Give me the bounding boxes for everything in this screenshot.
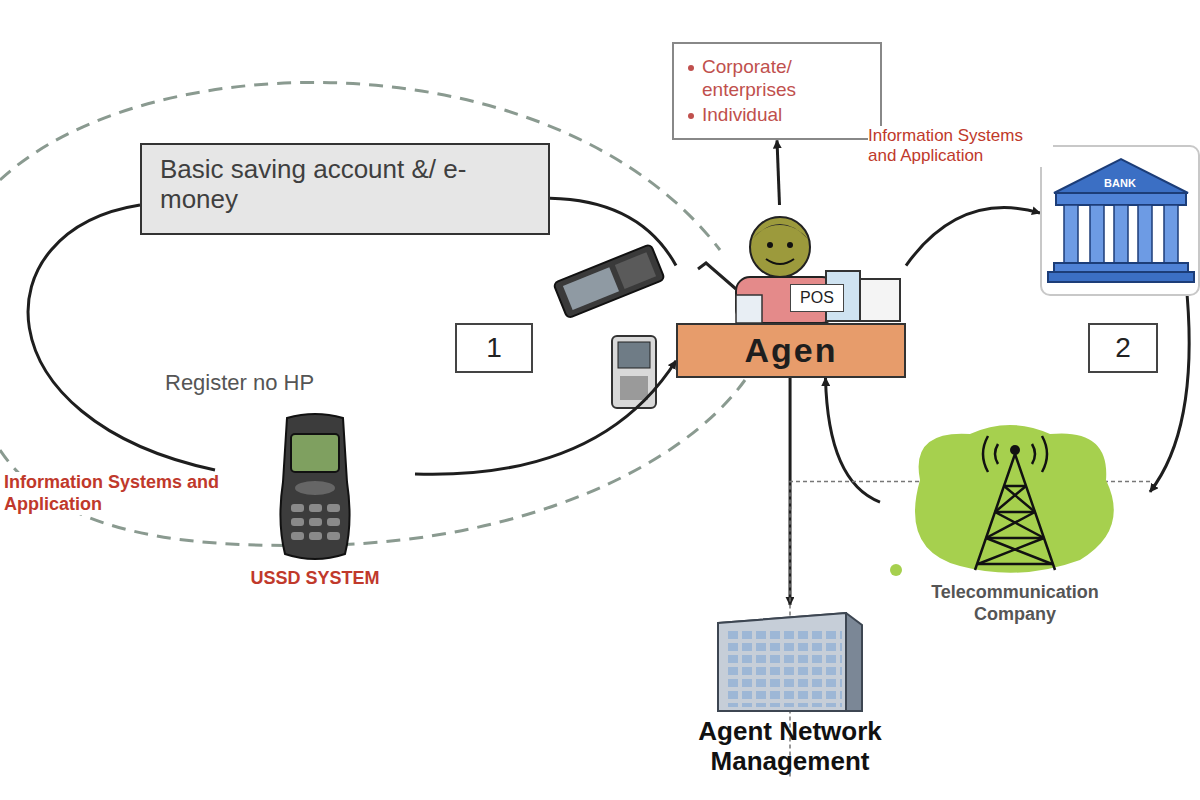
connector <box>550 198 676 265</box>
office-building: Agent Network Management <box>670 605 910 777</box>
connector <box>826 378 881 502</box>
callout-number: 1 <box>455 323 533 373</box>
agent-label: Agen <box>745 331 838 370</box>
phone-caption: USSD SYSTEM <box>215 568 415 589</box>
connector <box>415 361 676 475</box>
agent-counter: Agen <box>676 323 906 378</box>
bank-sign: BANK <box>1042 177 1198 189</box>
telecom-tower: Telecommunication Company <box>880 420 1150 625</box>
bullet-text: Corporate/ enterprises <box>702 56 866 102</box>
bullet-row: Corporate/ enterprises <box>688 56 866 102</box>
pos-label: POS <box>790 284 844 312</box>
box-text: Basic saving account &/ e-money <box>160 155 530 215</box>
connector <box>906 208 1040 266</box>
tower-illustration <box>880 420 1150 578</box>
bullet-row: Individual <box>688 104 866 127</box>
system-note: Information Systems and Application <box>4 472 254 515</box>
bullet-dot <box>688 65 694 71</box>
bullet-dot <box>688 113 694 119</box>
phone-handset <box>275 412 355 562</box>
text-box: Basic saving account &/ e-money <box>140 143 550 235</box>
audience-box: Corporate/ enterprisesIndividual <box>672 42 882 140</box>
mobile-phone <box>553 244 665 319</box>
callout-number: 2 <box>1088 323 1158 373</box>
edge-label: Information Systems and Application <box>868 126 1053 167</box>
loop-line <box>28 205 215 470</box>
step-note: Register no HP <box>165 370 405 396</box>
bank-building <box>1046 153 1196 288</box>
dashed-loop <box>0 82 720 250</box>
bullet-text: Individual <box>702 104 782 127</box>
tower-illustration <box>880 420 1150 578</box>
connector <box>777 140 780 205</box>
building-caption: Agent Network Management <box>670 717 910 777</box>
building-illustration <box>670 605 910 713</box>
building-illustration <box>670 605 910 713</box>
tower-caption: Telecommunication Company <box>900 582 1130 625</box>
bank-icon: BANK <box>1040 145 1200 296</box>
bank-building <box>1046 153 1194 288</box>
